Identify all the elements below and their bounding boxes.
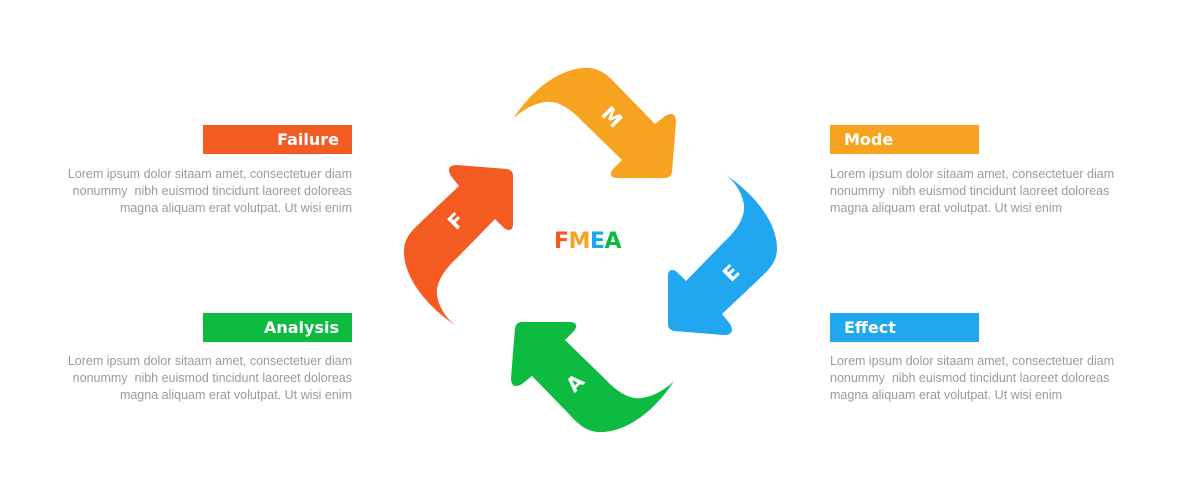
arrow-m-shape [513,67,676,178]
arrow-a-shape [511,322,674,433]
analysis-desc-line: Lorem ipsum dolor sitaam amet, consectet… [67,354,352,368]
effect-label-box: Effect [830,313,979,342]
effect-desc-line: Lorem ipsum dolor sitaam amet, consectet… [830,354,1115,368]
analysis-label-box: Analysis [203,313,352,342]
mode-description: Lorem ipsum dolor sitaam amet, consectet… [830,166,1130,217]
failure-desc-line: Lorem ipsum dolor sitaam amet, consectet… [67,167,352,181]
failure-label: Failure [277,130,339,149]
analysis-desc-line: magna aliquam erat volutpat. Ut wisi eni… [119,388,352,402]
analysis-label: Analysis [263,318,339,337]
arrow-m: M [513,67,676,178]
mode-desc-line: nonummy nibh euismod tincidunt laoreet d… [830,184,1110,198]
title-letter-f: F [554,229,569,254]
mode-desc-line: magna aliquam erat volutpat. Ut wisi eni… [830,201,1063,215]
mode-label: Mode [844,130,894,149]
failure-desc-line: nonummy nibh euismod tincidunt laoreet d… [72,184,352,198]
title-letter-e: E [589,229,605,254]
title-letter-a: A [604,229,621,254]
failure-desc-line: magna aliquam erat volutpat. Ut wisi eni… [119,201,352,215]
analysis-desc-line: nonummy nibh euismod tincidunt laoreet d… [72,371,352,385]
effect-description: Lorem ipsum dolor sitaam amet, consectet… [830,353,1130,404]
effect-desc-line: nonummy nibh euismod tincidunt laoreet d… [830,371,1110,385]
arrow-e: E [668,173,778,335]
failure-description: Lorem ipsum dolor sitaam amet, consectet… [52,166,352,217]
arrow-a: A [511,322,674,433]
arrow-f: F [403,165,513,327]
arrow-f-shape [403,165,513,327]
title-letter-m: M [568,229,591,254]
mode-desc-line: Lorem ipsum dolor sitaam amet, consectet… [830,167,1115,181]
failure-label-box: Failure [203,125,352,154]
center-title-fmea: FMEA [554,229,621,254]
effect-label: Effect [844,318,896,337]
analysis-description: Lorem ipsum dolor sitaam amet, consectet… [52,353,352,404]
effect-desc-line: magna aliquam erat volutpat. Ut wisi eni… [830,388,1063,402]
mode-label-box: Mode [830,125,979,154]
arrow-e-shape [668,173,778,335]
